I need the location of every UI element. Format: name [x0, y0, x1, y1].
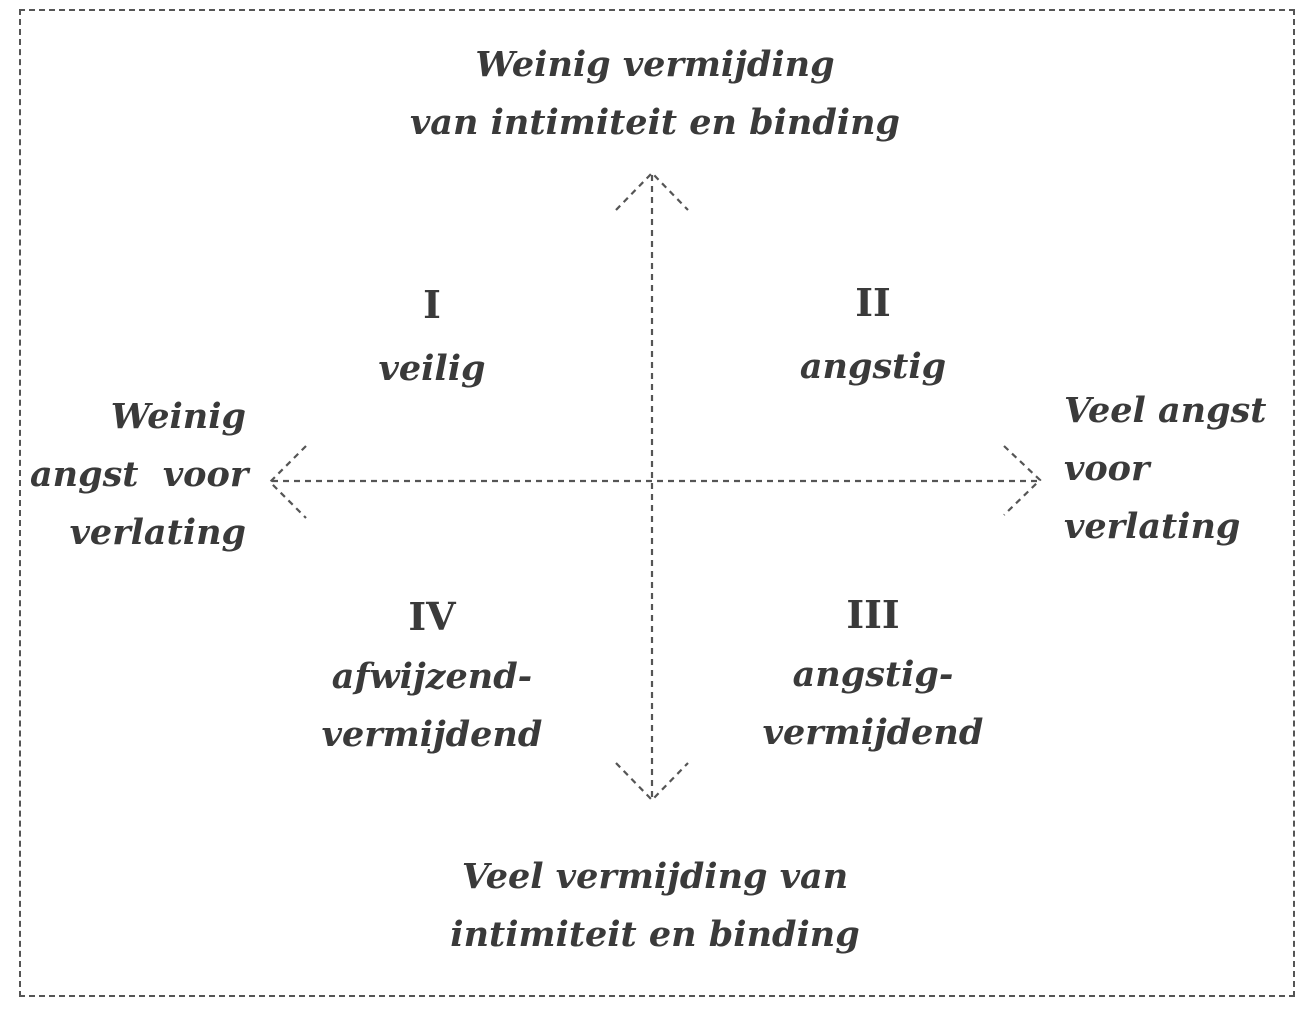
axis-label-left-line-2: angst voor — [30, 454, 249, 495]
quadrant-2-numeral: II — [855, 280, 891, 325]
quadrant-3: III angstig- vermijdend — [743, 586, 1003, 762]
axis-label-left: Weinig angst voor verlating — [30, 388, 249, 562]
quadrant-1-label: veilig — [378, 348, 486, 389]
quadrant-2-label: angstig — [799, 346, 947, 387]
quadrant-4: IV afwijzend- vermijdend — [302, 588, 562, 764]
axis-label-left-line-3: verlating — [69, 512, 246, 553]
quadrant-1-numeral: I — [423, 282, 441, 327]
arrow-head-right — [1003, 445, 1042, 516]
quadrant-4-numeral: IV — [408, 594, 456, 639]
axis-label-right: Veel angst voor verlating — [1064, 382, 1294, 556]
axis-label-right-line-2: voor — [1064, 448, 1150, 489]
quadrant-3-label-line-2: vermijdend — [762, 712, 984, 753]
axis-label-bottom-line-2: intimiteit en binding — [450, 914, 860, 955]
axis-label-top-line-1: Weinig vermijding — [475, 44, 835, 85]
axis-label-right-line-3: verlating — [1064, 506, 1241, 547]
quadrant-3-label-line-1: angstig- — [792, 654, 954, 695]
quadrant-2: II angstig — [743, 274, 1003, 396]
axis-label-top-line-2: van intimiteit en binding — [409, 102, 901, 143]
quadrant-3-numeral: III — [846, 592, 900, 637]
axis-label-left-line-1: Weinig — [110, 396, 246, 437]
axis-label-bottom-line-1: Veel vermijding van — [461, 856, 849, 897]
quadrant-4-label-line-1: afwijzend- — [331, 656, 533, 697]
diagram-frame — [19, 9, 1295, 997]
axis-label-bottom: Veel vermijding van intimiteit en bindin… — [355, 848, 955, 964]
axis-label-top: Weinig vermijding van intimiteit en bind… — [355, 36, 955, 152]
axis-label-right-line-1: Veel angst — [1064, 390, 1267, 431]
arrow-head-left — [268, 445, 307, 519]
quadrant-4-label-line-2: vermijdend — [321, 714, 543, 755]
quadrant-1: I veilig — [302, 276, 562, 398]
